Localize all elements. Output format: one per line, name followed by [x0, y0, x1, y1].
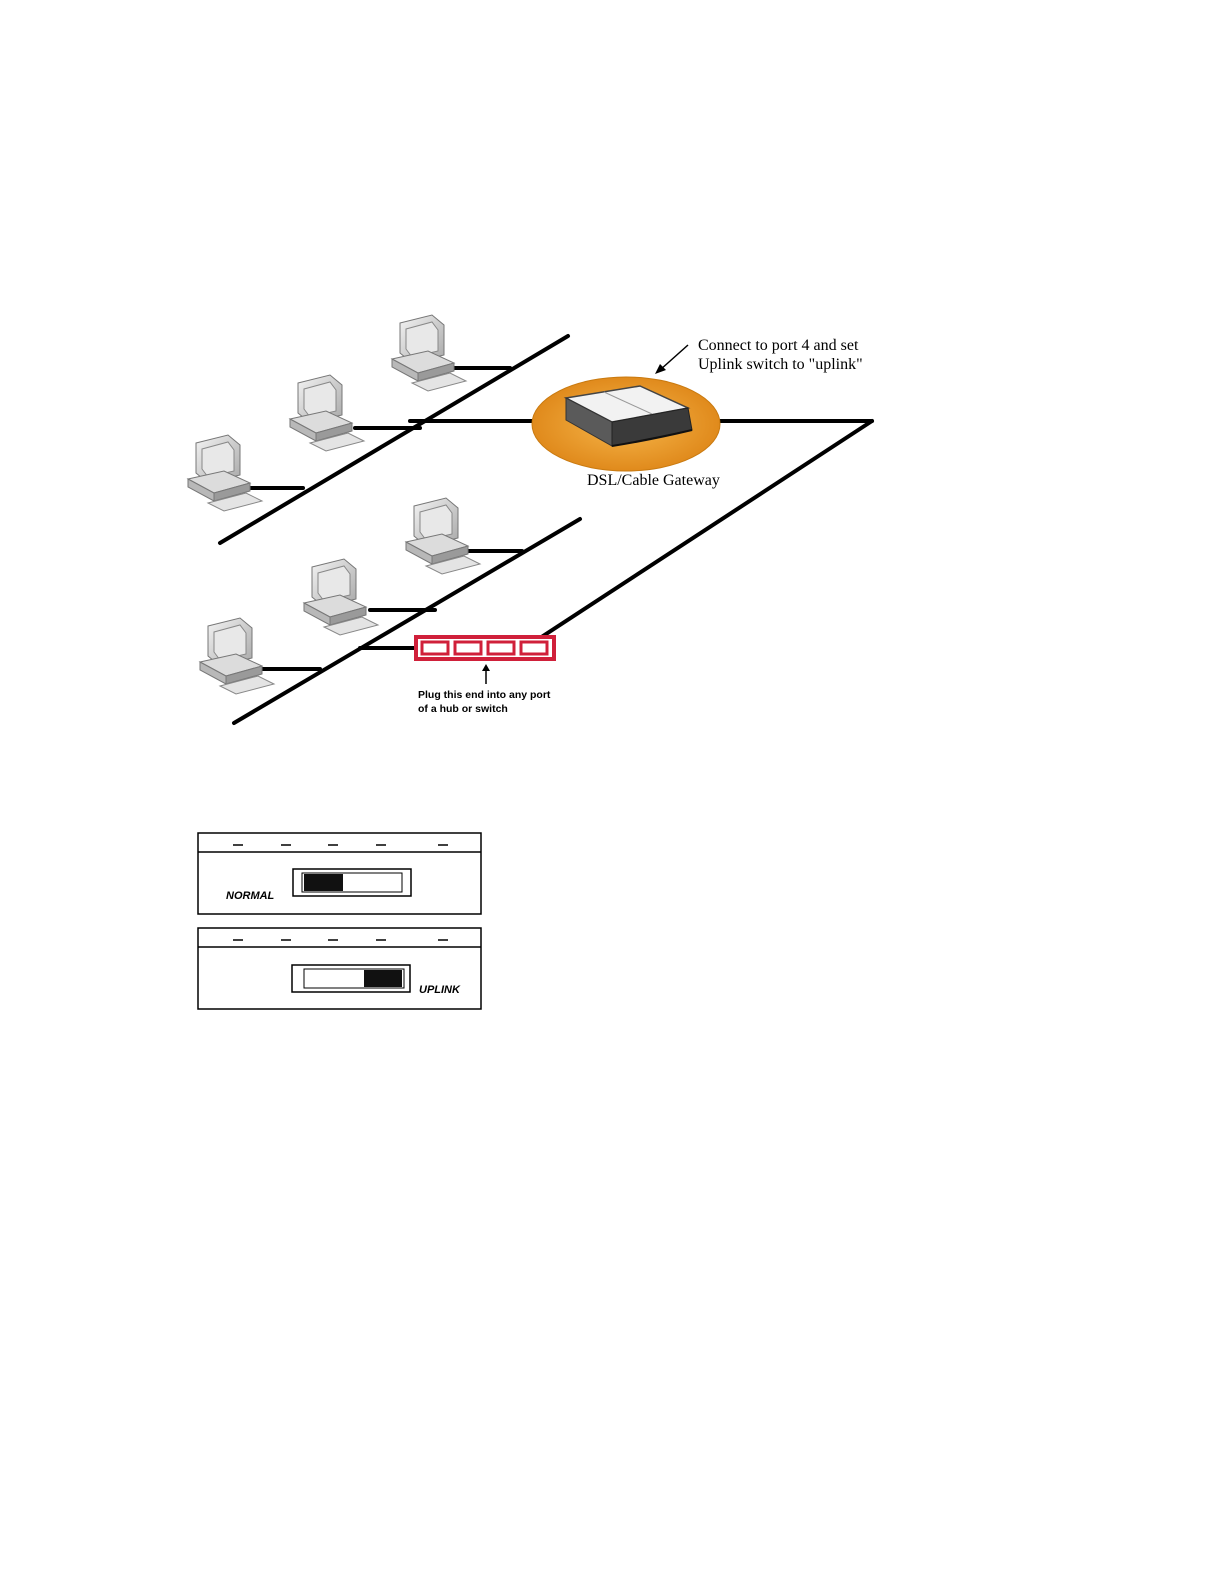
arrow-icon [482, 664, 490, 684]
hub-callout-line2: of a hub or switch [418, 703, 508, 715]
uplink-toggle-switch[interactable] [293, 869, 411, 896]
hub-port-icon [521, 642, 547, 654]
gateway-callout-line2: Uplink switch to "uplink" [698, 356, 863, 373]
switch-panel-uplink: UPLINK [198, 928, 481, 1009]
switch-label-uplink: UPLINK [419, 984, 461, 996]
computer-icon [200, 618, 274, 694]
hub-ports [416, 637, 554, 659]
gateway-label: DSL/Cable Gateway [587, 472, 720, 489]
computer-icon [406, 498, 480, 574]
hub-port-icon [422, 642, 448, 654]
hub-port-icon [488, 642, 514, 654]
dsl-cable-gateway [532, 377, 720, 471]
switch-label-normal: NORMAL [226, 890, 275, 902]
hub-port-icon [455, 642, 481, 654]
gateway-callout-line1: Connect to port 4 and set [698, 337, 859, 354]
computers-lower-segment [200, 498, 480, 694]
computer-icon [290, 375, 364, 451]
computer-icon [392, 315, 466, 391]
computer-icon [188, 435, 262, 511]
switch-knob[interactable] [304, 874, 343, 891]
computer-icon [304, 559, 378, 635]
arrow-icon [655, 345, 688, 374]
hub-callout-line1: Plug this end into any port [418, 689, 551, 701]
uplink-toggle-switch[interactable] [292, 965, 410, 992]
switch-panel-normal: NORMAL [198, 833, 481, 914]
switch-knob[interactable] [364, 970, 402, 987]
